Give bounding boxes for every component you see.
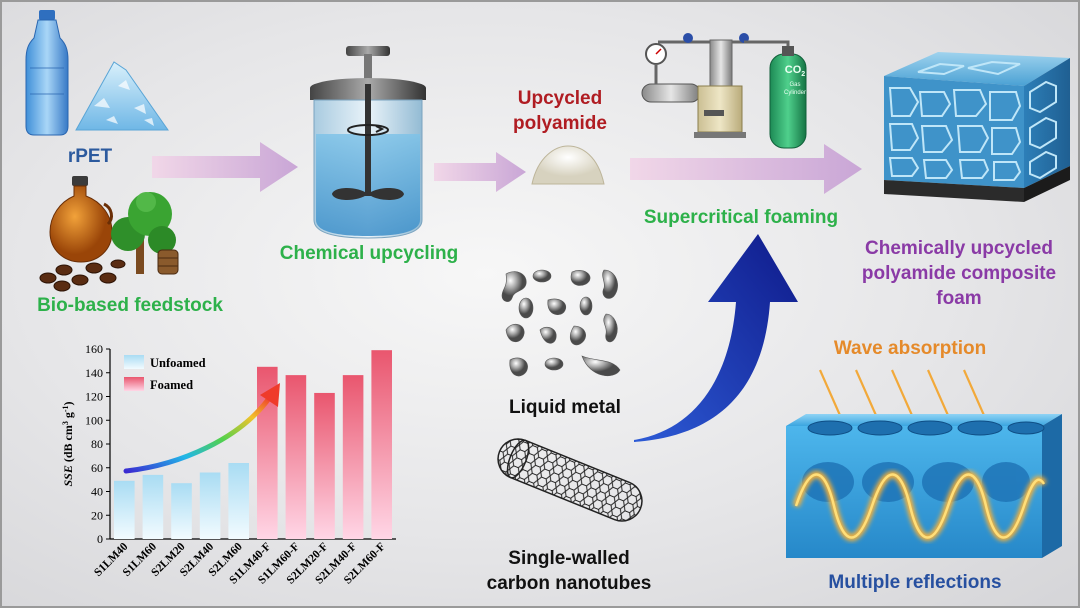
bio-feedstock-label: Bio-based feedstock <box>37 295 223 316</box>
bar-s2lm40-f <box>342 375 364 539</box>
tree-icon <box>110 188 182 278</box>
y-tick-label: 80 <box>91 437 103 451</box>
co2-label: CO2 <box>780 64 810 80</box>
co2-label-sub: 2 <box>801 71 806 79</box>
bar-s1lm40 <box>114 480 135 539</box>
process-arrow-1 <box>152 142 300 192</box>
upcycled-polyamide-label-1: Upcycled <box>517 88 603 109</box>
y-tick-label: 20 <box>91 508 103 522</box>
y-tick-label: 60 <box>91 461 103 475</box>
y-tick-label: 140 <box>85 366 103 380</box>
multiple-reflections-label: Multiple reflections <box>828 572 1002 593</box>
y-tick-label: 40 <box>91 485 103 499</box>
y-tick-label: 120 <box>85 390 103 404</box>
wave-absorption-diagram <box>778 364 1068 564</box>
swcnt-label-1: Single-walled <box>508 548 630 569</box>
bar-s1lm60 <box>142 474 164 539</box>
process-arrow-3 <box>630 144 864 194</box>
upcycled-polyamide-label-2: polyamide <box>513 113 607 134</box>
composite-foam-label-3: foam <box>936 288 982 309</box>
bar-s2lm60 <box>228 463 249 539</box>
foaming-apparatus-icon <box>638 16 818 156</box>
legend-swatch-1 <box>124 377 144 391</box>
co2-label-main: CO <box>784 64 802 76</box>
wave-absorption-label: Wave absorption <box>833 338 987 359</box>
increase-arrow <box>123 394 273 474</box>
composite-foam-icon <box>878 48 1072 214</box>
y-tick-label: 100 <box>85 413 103 427</box>
increase-arrow-head <box>260 383 280 407</box>
y-tick-label: 160 <box>85 342 103 356</box>
reactor-vessel-icon <box>302 44 434 242</box>
bar-s2lm40 <box>199 472 221 539</box>
coffee-beans-icon <box>38 252 126 292</box>
process-arrow-2 <box>434 152 528 192</box>
chemical-upcycling-label: Chemical upcycling <box>279 243 459 264</box>
co2-gas-label: Gas <box>789 82 801 88</box>
liquid-metal-icon <box>496 264 636 386</box>
y-tick-label: 0 <box>97 532 103 546</box>
oil-jar-icon <box>46 174 116 264</box>
bar-s2lm60-f <box>371 350 392 539</box>
pet-bottle-icon <box>24 10 70 136</box>
bar-s2lm20 <box>171 483 192 539</box>
carbon-nanotube-icon <box>490 436 650 524</box>
legend-swatch-0 <box>124 355 144 369</box>
polyamide-pellets-icon <box>530 142 606 186</box>
bar-s1lm60-f <box>285 375 307 539</box>
y-axis-label: SSE (dB cm3 g-1) <box>61 401 76 486</box>
composite-foam-label-1: Chemically upcycled <box>865 238 1053 259</box>
pet-flakes-icon <box>74 56 170 132</box>
swcnt-label-2: carbon nanotubes <box>486 573 652 594</box>
bar-s2lm20-f <box>314 392 335 539</box>
legend-label-1: Foamed <box>150 378 193 392</box>
composite-foam-label-2: polyamide composite <box>861 263 1057 284</box>
supercritical-foaming-label: Supercritical foaming <box>643 207 839 228</box>
blue-curved-arrow <box>630 230 800 442</box>
rpet-label: rPET <box>67 146 113 167</box>
legend-label-0: Unfoamed <box>150 356 206 370</box>
co2-cylinder-label: Cylinder <box>783 90 806 96</box>
liquid-metal-label: Liquid metal <box>509 397 621 418</box>
